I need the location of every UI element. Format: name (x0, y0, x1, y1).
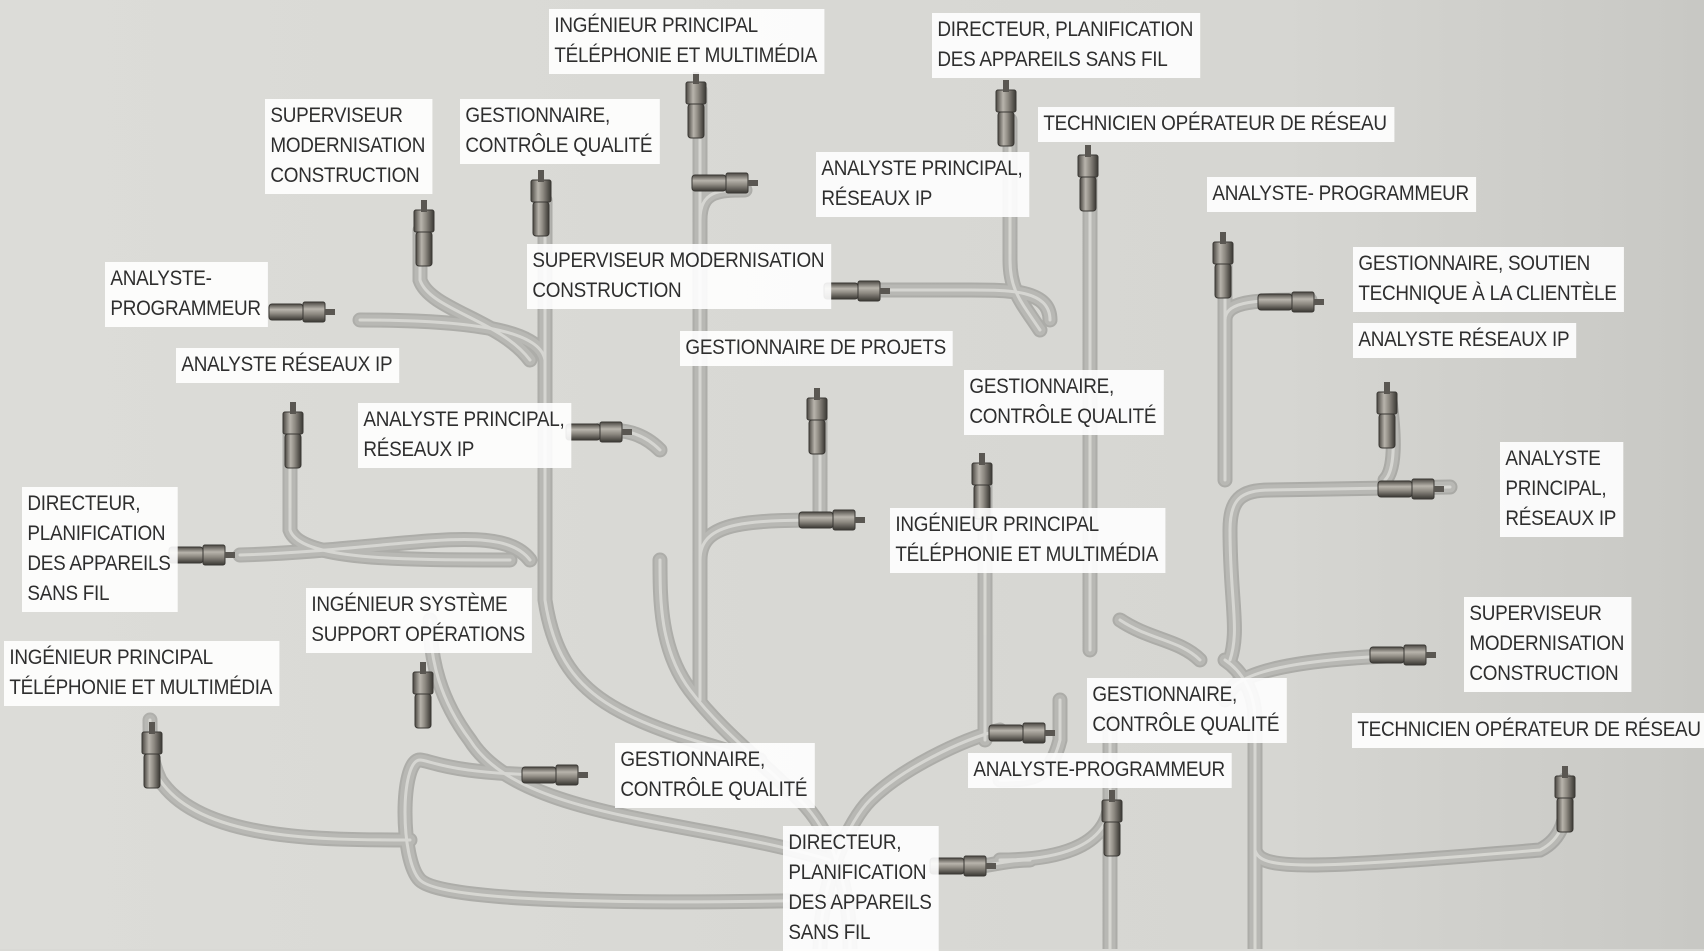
label-analyste-principal-right: ANALYSTE PRINCIPAL, RÉSEAUX IP (1500, 442, 1624, 537)
connector-icon (1376, 382, 1398, 449)
label-superviseur-modernisation-center: SUPERVISEUR MODERNISATION CONSTRUCTION (527, 244, 832, 309)
label-ingenieur-principal-mid: INGÉNIEUR PRINCIPAL TÉLÉPHONIE ET MULTIM… (890, 508, 1166, 573)
cable-highlight-24 (1008, 118, 1042, 332)
connector-icon (1212, 232, 1234, 299)
label-analyste-principal-upper: ANALYSTE PRINCIPAL, RÉSEAUX IP (816, 152, 1030, 217)
cable-shadow-5 (422, 612, 838, 868)
label-technicien-operateur-lower: TECHNICIEN OPÉRATEUR DE RÉSEAU (1352, 713, 1704, 748)
label-directeur-planification-left: DIRECTEUR, PLANIFICATION DES APPAREILS S… (22, 487, 178, 612)
connector-icon (141, 722, 163, 789)
cable-highlight-28 (1228, 485, 1452, 662)
connector-icon (565, 421, 632, 443)
connector-icon (929, 855, 996, 877)
cable-shadow-28 (1222, 479, 1458, 668)
connector-icon (1377, 478, 1444, 500)
connector-icon (1369, 644, 1436, 666)
cable-highlight-15 (418, 228, 532, 362)
connector-icon (823, 280, 890, 302)
label-gestionnaire-qualite-lower-left: GESTIONNAIRE, CONTRÔLE QUALITÉ (615, 743, 815, 808)
cable-shadow-7 (142, 712, 418, 848)
connector-icon (1077, 145, 1099, 212)
label-gestionnaire-qualite-lower-right: GESTIONNAIRE, CONTRÔLE QUALITÉ (1087, 678, 1287, 743)
cable-highlight-26 (1118, 618, 1202, 662)
label-analyste-reseaux-right: ANALYSTE RÉSEAUX IP (1353, 323, 1577, 358)
label-ingenieur-principal-top: INGÉNIEUR PRINCIPAL TÉLÉPHONIE ET MULTIM… (549, 9, 825, 74)
connector-icon (530, 170, 552, 237)
cable-body-15 (414, 224, 536, 366)
label-analyste-reseaux-left: ANALYSTE RÉSEAUX IP (176, 348, 400, 383)
cable-body-28 (1224, 481, 1456, 666)
label-gestionnaire-qualite-upper: GESTIONNAIRE, CONTRÔLE QUALITÉ (460, 99, 660, 164)
cable-highlight-7 (148, 718, 412, 842)
label-ingenieur-principal-left: INGÉNIEUR PRINCIPAL TÉLÉPHONIE ET MULTIM… (4, 641, 280, 706)
cable-highlight-6 (403, 758, 832, 904)
label-analyste-programmeur-lower: ANALYSTE-PROGRAMMEUR (968, 753, 1233, 788)
connector-icon (691, 172, 758, 194)
connector-icon (1554, 766, 1576, 833)
label-directeur-planification-bottom: DIRECTEUR, PLANIFICATION DES APPAREILS S… (783, 826, 939, 951)
label-gestionnaire-qualite-mid: GESTIONNAIRE, CONTRÔLE QUALITÉ (964, 370, 1164, 435)
label-analyste-programmeur-left: ANALYSTE- PROGRAMMEUR (105, 262, 268, 327)
cable-highlight-32 (1253, 778, 1568, 867)
connector-icon (1101, 790, 1123, 857)
connector-icon (268, 301, 335, 323)
connector-icon (413, 200, 435, 267)
connector-icon (798, 509, 865, 531)
label-directeur-planification-top: DIRECTEUR, PLANIFICATION DES APPAREILS S… (932, 13, 1201, 78)
connector-icon (988, 722, 1055, 744)
connector-icon (412, 662, 434, 729)
label-superviseur-modernisation-right: SUPERVISEUR MODERNISATION CONSTRUCTION (1464, 597, 1632, 692)
cable-body-7 (144, 714, 416, 846)
connector-icon (995, 80, 1017, 147)
connector-icon (1257, 291, 1324, 313)
connector-icon (685, 72, 707, 139)
label-superviseur-modernisation-left: SUPERVISEUR MODERNISATION CONSTRUCTION (265, 99, 433, 194)
connector-icon (282, 402, 304, 469)
label-technicien-operateur-upper: TECHNICIEN OPÉRATEUR DE RÉSEAU (1038, 107, 1394, 142)
cable-highlight-13 (238, 538, 532, 562)
connector-icon (521, 764, 588, 786)
connector-icon (168, 544, 235, 566)
cable-body-18 (994, 794, 1116, 866)
label-analyste-principal-left: ANALYSTE PRINCIPAL, RÉSEAUX IP (358, 403, 572, 468)
label-ingenieur-systeme: INGÉNIEUR SYSTÈME SUPPORT OPÉRATIONS (306, 588, 533, 653)
label-gestionnaire-projets: GESTIONNAIRE DE PROJETS (680, 331, 954, 366)
label-gestionnaire-soutien: GESTIONNAIRE, SOUTIEN TECHNIQUE À LA CLI… (1353, 247, 1624, 312)
connector-icon (806, 388, 828, 455)
label-analyste-programmeur-right: ANALYSTE- PROGRAMMEUR (1207, 177, 1477, 212)
